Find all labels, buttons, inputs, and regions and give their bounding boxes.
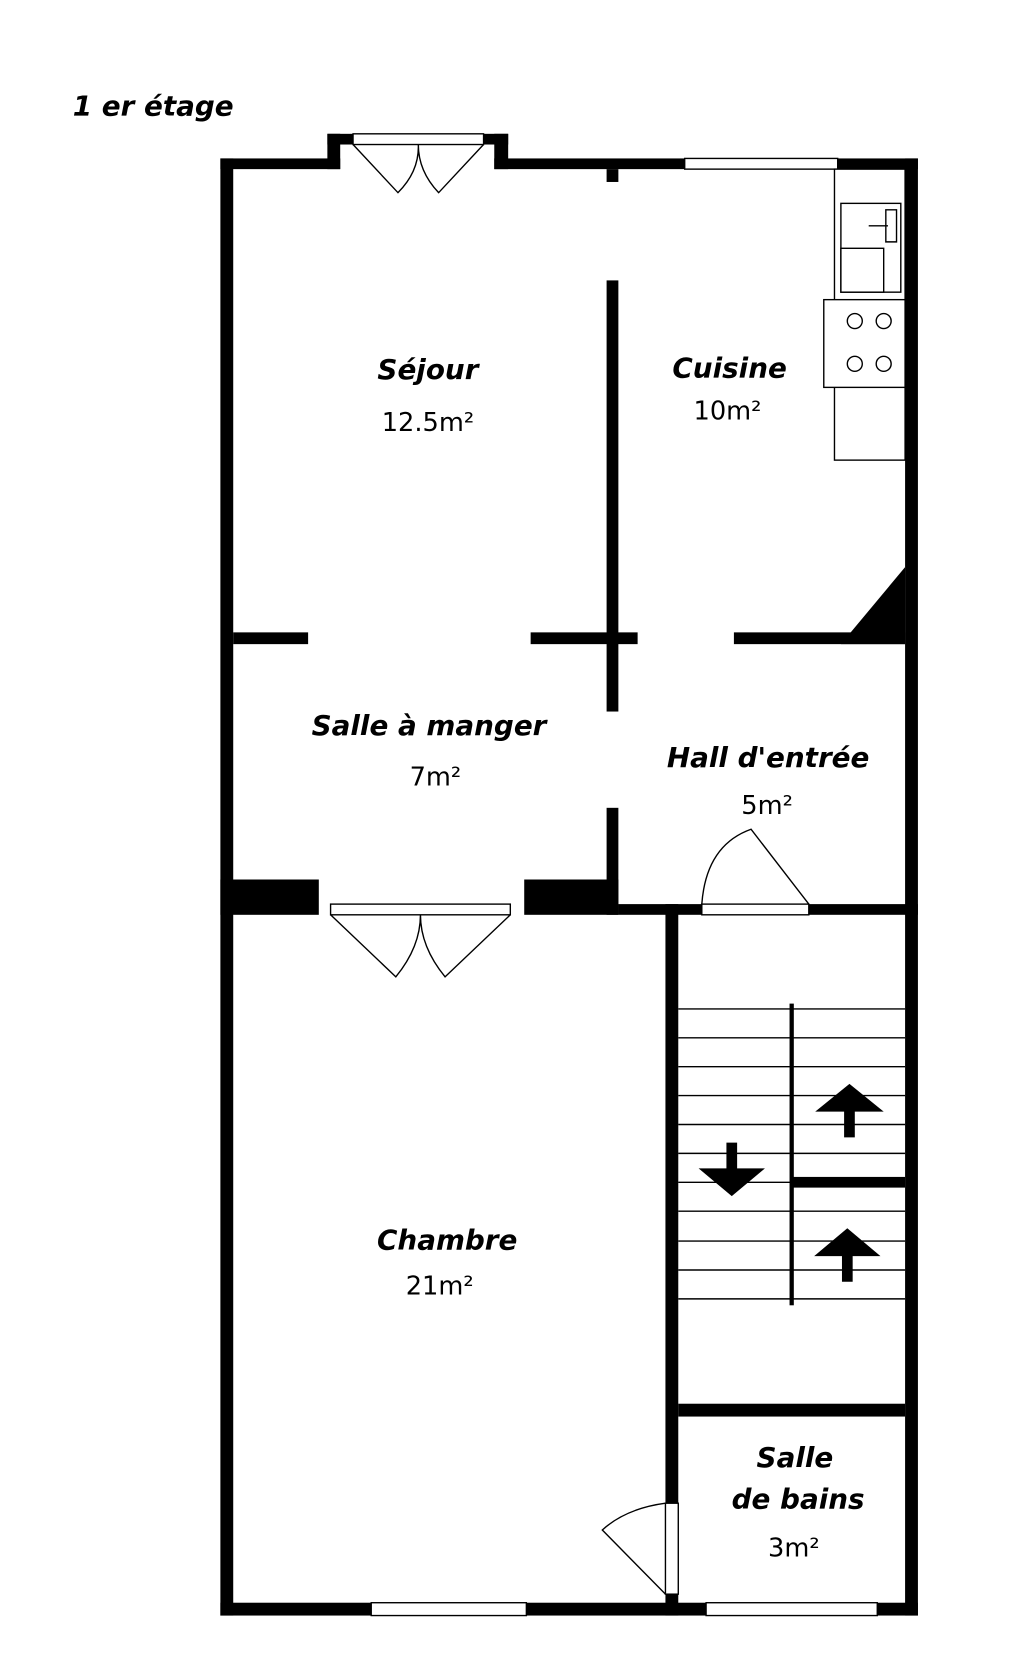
room-name-salle-a-manger: Salle à manger <box>312 709 549 742</box>
room-area-hall: 5m² <box>741 791 793 821</box>
room-area-sejour: 12.5m² <box>382 408 474 438</box>
doors <box>330 144 906 1595</box>
room-area-cuisine: 10m² <box>694 396 762 426</box>
staircase <box>678 1003 906 1306</box>
arrow-up-icon <box>814 1228 881 1282</box>
room-area-salle-a-manger: 7m² <box>410 762 462 792</box>
arrow-down-icon <box>698 1142 765 1197</box>
room-name-hall: Hall d'entrée <box>667 741 870 774</box>
room-name-bathroom-line2: de bains <box>732 1483 865 1516</box>
room-area-bathroom: 3m² <box>768 1534 820 1564</box>
room-name-chambre: Chambre <box>377 1224 517 1257</box>
walls <box>220 133 918 1616</box>
room-name-cuisine: Cuisine <box>672 352 786 385</box>
arrow-up-icon <box>815 1083 884 1138</box>
floor-title: 1 er étage <box>73 90 234 123</box>
stove-icon <box>823 298 906 389</box>
windows <box>329 133 878 1617</box>
room-name-bathroom-line1: Salle <box>757 1441 834 1474</box>
kitchen-fixtures <box>823 168 906 461</box>
room-name-sejour: Séjour <box>377 353 480 386</box>
room-labels: Séjour 12.5m² Cuisine 10m² Salle à mange… <box>312 352 870 1564</box>
room-area-chambre: 21m² <box>406 1272 474 1302</box>
